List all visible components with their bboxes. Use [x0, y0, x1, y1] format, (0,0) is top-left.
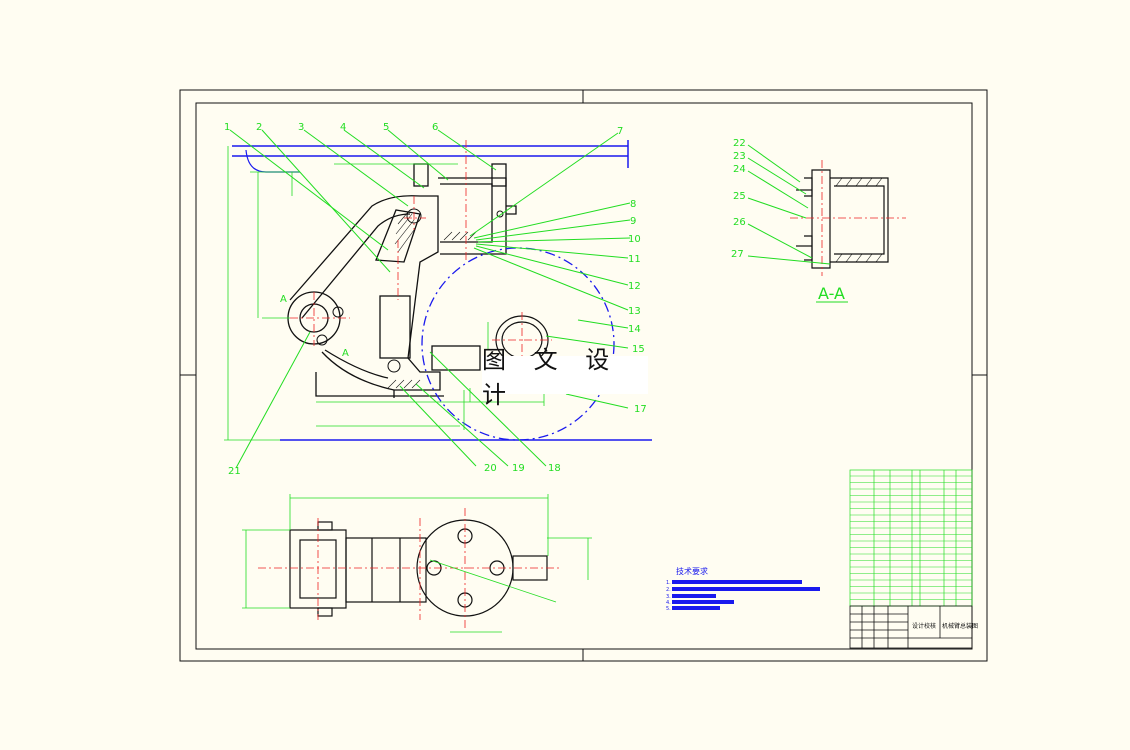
part-number-label: 26 [733, 217, 746, 228]
tech-requirement-item: 3. [666, 594, 671, 600]
tech-requirements-title: 技术要求 [676, 566, 708, 576]
drawing-name: 机械臂总装图 [942, 622, 978, 630]
section-aa-view: 22 23 24 25 26 27 A-A [731, 138, 906, 303]
tech-requirements: 技术要求 1. 2. 3. 4. 5. [666, 566, 820, 612]
part-number-label: 12 [628, 281, 641, 292]
part-number-label: 6 [432, 122, 438, 133]
designer-field: 设计校核 [912, 622, 936, 630]
watermark: 图 文 设 计 [482, 346, 648, 409]
part-number-label: 17 [634, 404, 647, 415]
tech-requirement-item: 4. [666, 600, 671, 606]
section-mark: A [280, 294, 287, 305]
part-number-label: 14 [628, 324, 641, 335]
tech-requirement-item: 5. [666, 606, 671, 612]
main-front-view: 1 2 3 4 5 6 7 8 9 10 11 12 13 14 15 17 1… [224, 122, 652, 477]
part-number-label: 7 [617, 126, 623, 137]
part-number-label: 22 [733, 138, 746, 149]
section-title: A-A [818, 284, 845, 303]
part-number-label: 3 [298, 122, 304, 133]
part-number-label: 23 [733, 151, 746, 162]
part-number-label: 19 [512, 463, 525, 474]
part-number-label: 24 [733, 164, 746, 175]
part-number-label: 1 [224, 122, 230, 133]
part-number-label: 13 [628, 306, 641, 317]
drawing-frame [179, 89, 988, 662]
part-number-label: 2 [256, 122, 262, 133]
tech-requirement-item: 2. [666, 587, 671, 593]
part-number-label: 27 [731, 249, 744, 260]
part-number-label: 5 [383, 122, 389, 133]
plan-view [242, 494, 592, 633]
section-mark: A [342, 348, 349, 359]
parts-list-table: 设计校核 机械臂总装图 [849, 469, 978, 649]
part-number-label: 11 [628, 254, 641, 265]
part-number-label: 25 [733, 191, 746, 202]
part-number-label: 20 [484, 463, 497, 474]
part-number-label: 8 [630, 199, 636, 210]
tech-requirement-item: 1. [666, 580, 671, 586]
part-number-label: 15 [632, 344, 645, 355]
part-number-label: 18 [548, 463, 561, 474]
part-number-label: 4 [340, 122, 346, 133]
part-number-label: 10 [628, 234, 641, 245]
part-number-label: 21 [228, 466, 241, 477]
part-number-label: 9 [630, 216, 636, 227]
